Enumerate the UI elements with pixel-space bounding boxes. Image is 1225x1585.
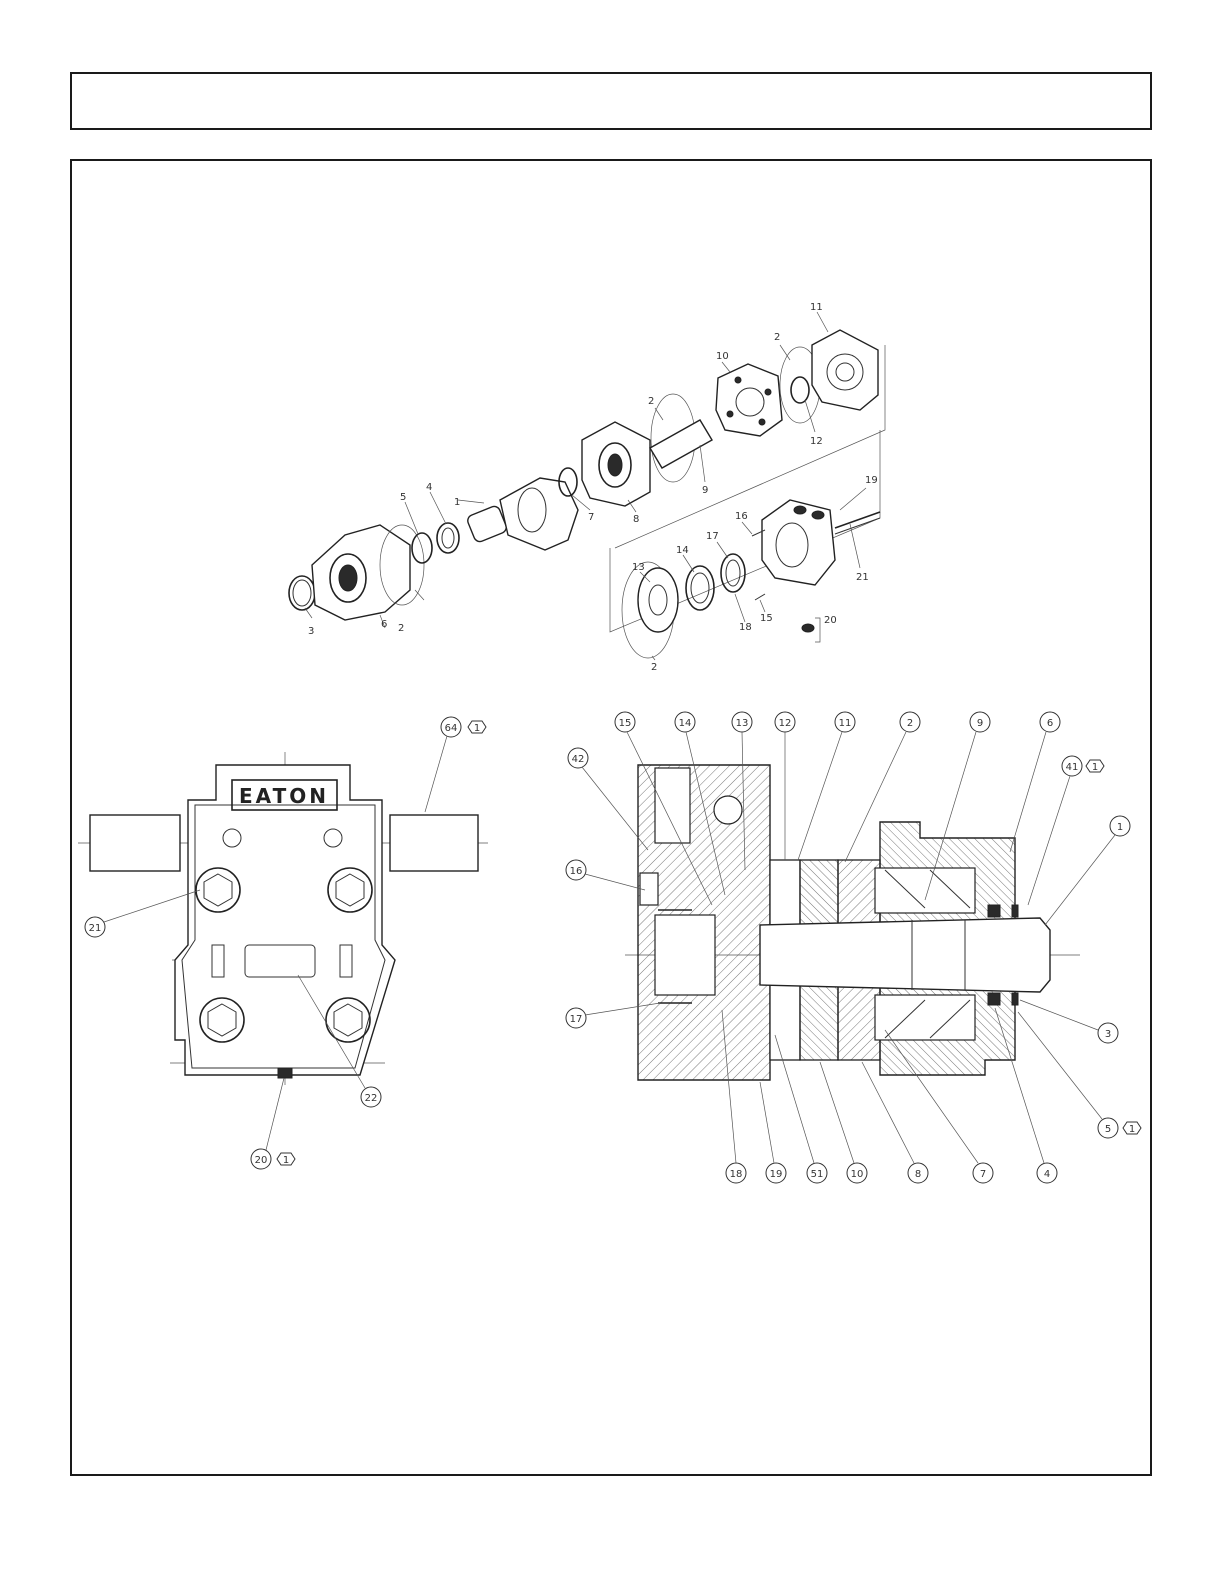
exploded-label: 5 xyxy=(400,492,406,503)
exploded-view: 1 2 2 2 2 3 4 5 6 7 8 9 10 11 12 13 14 1… xyxy=(289,302,885,673)
section-callout: 42 xyxy=(572,754,585,765)
part-6-housing xyxy=(312,525,410,620)
exploded-label: 10 xyxy=(716,351,729,362)
section-callout: 6 xyxy=(1047,718,1053,729)
exploded-label: 2 xyxy=(651,662,657,673)
seal-4-upper xyxy=(988,905,1000,917)
exploded-label: 14 xyxy=(676,545,689,556)
exploded-label: 20 xyxy=(824,615,837,626)
section-callout: 7 xyxy=(980,1169,986,1180)
section-shaft-1 xyxy=(760,918,1050,992)
end-view: EATON 64 1 21 22 20 1 xyxy=(78,717,488,1169)
section-callout: 4 xyxy=(1044,1169,1050,1180)
section-callout: 41 xyxy=(1066,762,1079,773)
section-callout: 1 xyxy=(1117,822,1123,833)
part-1-bearing-housing xyxy=(500,478,578,550)
section-callout: 15 xyxy=(619,718,632,729)
section-callout: 18 xyxy=(730,1169,743,1180)
end-callout-note: 1 xyxy=(474,723,480,734)
exploded-label: 8 xyxy=(633,514,639,525)
section-callout: 3 xyxy=(1105,1029,1111,1040)
exploded-label: 16 xyxy=(735,511,748,522)
part-10-gerotor xyxy=(716,364,782,436)
exploded-label: 15 xyxy=(760,613,773,624)
exploded-label: 7 xyxy=(588,512,594,523)
section-callout: 10 xyxy=(851,1169,864,1180)
part-11-end-plate xyxy=(812,330,878,410)
eaton-logo: EATON xyxy=(239,784,329,808)
exploded-label: 1 xyxy=(454,497,460,508)
section-callout-note: 1 xyxy=(1092,762,1098,773)
section-callout-note: 1 xyxy=(1129,1124,1135,1135)
end-callout: 20 xyxy=(255,1155,268,1166)
end-callout-note: 1 xyxy=(283,1155,289,1166)
section-view: 15 14 13 12 11 2 9 6 42 41 1 1 16 xyxy=(566,712,1141,1183)
bolt-16 xyxy=(640,873,658,905)
end-callout: 64 xyxy=(445,723,458,734)
section-callout: 51 xyxy=(811,1169,824,1180)
port-right xyxy=(390,815,478,871)
section-callout: 13 xyxy=(736,718,749,729)
exploded-label: 9 xyxy=(702,485,708,496)
section-callout: 16 xyxy=(570,866,583,877)
end-callout: 21 xyxy=(89,923,102,934)
section-callout: 19 xyxy=(770,1169,783,1180)
port-left xyxy=(90,815,180,871)
section-callout: 11 xyxy=(839,718,852,729)
exploded-label: 2 xyxy=(398,623,404,634)
part-9-drive xyxy=(650,420,712,468)
exploded-label: 12 xyxy=(810,436,823,447)
exploded-label: 3 xyxy=(308,626,314,637)
seal-4-lower xyxy=(988,993,1000,1005)
plug-20 xyxy=(278,1068,292,1078)
exploded-label: 4 xyxy=(426,482,432,493)
exploded-label: 2 xyxy=(648,396,654,407)
exploded-label: 17 xyxy=(706,531,719,542)
part-12-gear xyxy=(791,377,809,403)
exploded-label: 11 xyxy=(810,302,823,313)
exploded-label: 2 xyxy=(774,332,780,343)
section-callout: 5 xyxy=(1105,1124,1111,1135)
section-callout: 12 xyxy=(779,718,792,729)
exploded-label: 13 xyxy=(632,562,645,573)
section-callout: 8 xyxy=(915,1169,921,1180)
section-callout: 2 xyxy=(907,718,913,729)
part-15-pin xyxy=(755,594,765,600)
section-callout: 17 xyxy=(570,1014,583,1025)
section-callout: 9 xyxy=(977,718,983,729)
exploded-label: 18 xyxy=(739,622,752,633)
exploded-label: 19 xyxy=(865,475,878,486)
part-13-valve xyxy=(638,568,678,632)
section-callout: 14 xyxy=(679,718,692,729)
exploded-label: 6 xyxy=(381,619,387,630)
exploded-label: 21 xyxy=(856,572,869,583)
end-callout: 22 xyxy=(365,1093,378,1104)
part-20-plug xyxy=(802,624,814,632)
